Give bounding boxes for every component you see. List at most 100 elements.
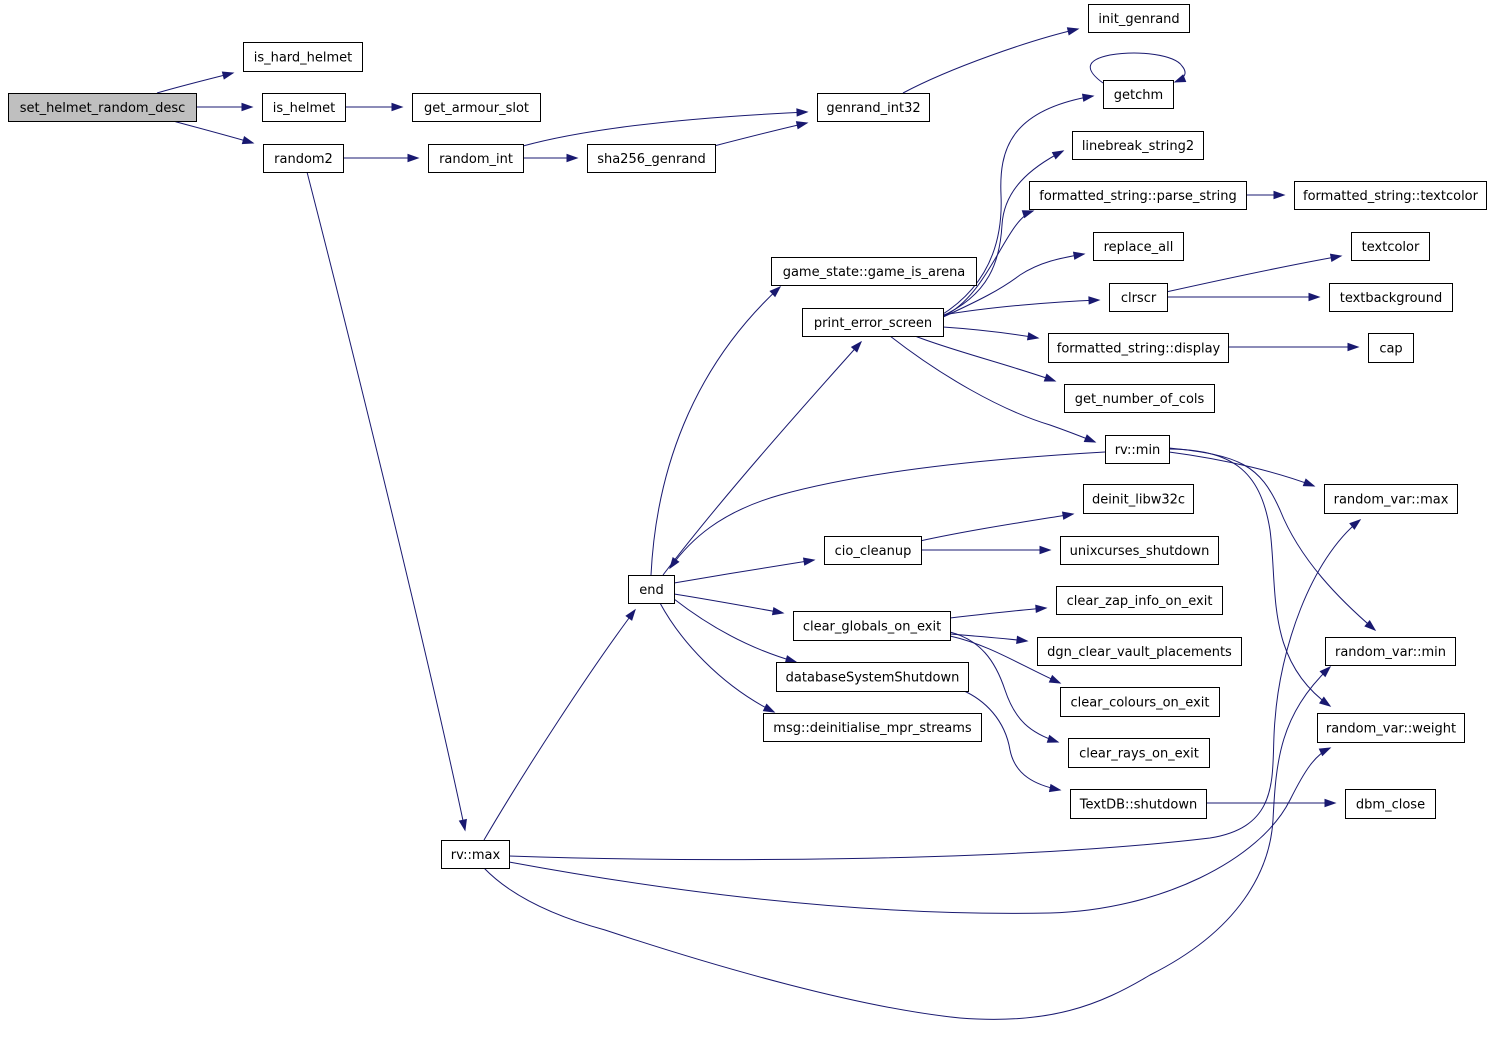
- node-fs-textcolor[interactable]: formatted_string::textcolor: [1294, 181, 1487, 210]
- edge-rv_max-to-random_var_max: [508, 519, 1362, 861]
- edge-arrowhead: [1302, 478, 1316, 487]
- node-is-hard-helmet[interactable]: is_hard_helmet: [243, 42, 363, 72]
- node-random-var-max[interactable]: random_var::max: [1324, 484, 1458, 514]
- node-label: get_number_of_cols: [1075, 392, 1205, 407]
- edge-end-to-print_error_screen: [662, 340, 863, 576]
- node-random-var-weight[interactable]: random_var::weight: [1317, 713, 1465, 743]
- node-label: databaseSystemShutdown: [786, 671, 960, 686]
- edge-print_error_screen-to-parse_string: [941, 210, 1035, 318]
- node-rv-max[interactable]: rv::max: [441, 840, 510, 869]
- node-random2[interactable]: random2: [263, 144, 344, 173]
- node-label: clrscr: [1121, 291, 1157, 306]
- node-replace-all[interactable]: replace_all: [1093, 232, 1184, 261]
- node-set-helmet-random-desc[interactable]: set_helmet_random_desc: [8, 93, 197, 122]
- edge-print_error_screen-to-rv_min: [889, 335, 1097, 443]
- node-dbm-close[interactable]: dbm_close: [1345, 789, 1436, 819]
- node-label: genrand_int32: [826, 101, 920, 116]
- node-textdb-shutdown[interactable]: TextDB::shutdown: [1070, 789, 1207, 819]
- edge-arrowhead: [771, 606, 785, 616]
- node-fs-display[interactable]: formatted_string::display: [1048, 333, 1229, 363]
- edge-arrowhead: [458, 818, 467, 832]
- node-box: [1056, 586, 1223, 615]
- node-box: [1109, 283, 1168, 312]
- node-label: set_helmet_random_desc: [20, 101, 186, 116]
- node-clear-colours-on-exit[interactable]: clear_colours_on_exit: [1060, 687, 1220, 717]
- edge-line: [172, 120, 254, 144]
- node-init-genrand[interactable]: init_genrand: [1088, 4, 1190, 33]
- node-getchm[interactable]: getchm: [1103, 80, 1174, 109]
- node-linebreak-string2[interactable]: linebreak_string2: [1072, 131, 1204, 160]
- edge-set_helmet_random_desc-to-random2: [172, 120, 255, 145]
- edge-arrowhead: [566, 153, 579, 163]
- node-dgn-clear-vault-placements[interactable]: dgn_clear_vault_placements: [1037, 637, 1242, 666]
- node-label: textbackground: [1340, 291, 1443, 306]
- edge-line: [306, 171, 466, 831]
- edge-arrowhead: [1048, 783, 1062, 793]
- node-box: [441, 840, 510, 869]
- edge-line: [508, 519, 1361, 861]
- node-label: cio_cleanup: [835, 544, 912, 559]
- edge-random2-to-rv_max: [306, 171, 467, 832]
- node-is-helmet[interactable]: is_helmet: [262, 93, 346, 122]
- node-random-int[interactable]: random_int: [428, 144, 524, 173]
- node-label: dgn_clear_vault_placements: [1047, 645, 1232, 660]
- node-clear-globals-on-exit[interactable]: clear_globals_on_exit: [793, 611, 951, 641]
- node-cap[interactable]: cap: [1368, 333, 1414, 363]
- node-databaseSystemShutdown[interactable]: databaseSystemShutdown: [776, 662, 969, 692]
- node-get-armour-slot[interactable]: get_armour_slot: [412, 93, 541, 122]
- node-box: [1060, 687, 1220, 717]
- edge-arrowhead: [1308, 292, 1321, 302]
- edge-line: [949, 635, 1061, 684]
- node-box: [824, 536, 922, 565]
- edge-arrowhead: [1083, 434, 1097, 443]
- edge-arrowhead: [1026, 332, 1040, 341]
- node-deinit-libw32c[interactable]: deinit_libw32c: [1083, 484, 1194, 514]
- edge-arrowhead: [784, 655, 798, 664]
- edge-rv_min-to-end: [669, 451, 1106, 570]
- node-game-is-arena[interactable]: game_state::game_is_arena: [771, 257, 977, 286]
- node-get-number-of-cols[interactable]: get_number_of_cols: [1064, 384, 1215, 413]
- node-box: [1037, 637, 1242, 666]
- node-msg-deinitialise[interactable]: msg::deinitialise_mpr_streams: [763, 713, 982, 742]
- node-clear-zap-info-on-exit[interactable]: clear_zap_info_on_exit: [1056, 586, 1223, 615]
- edge-end-to-msg_deinitialise: [659, 602, 776, 713]
- node-box: [1329, 283, 1453, 312]
- node-box: [8, 93, 197, 122]
- node-label: random_var::max: [1334, 493, 1449, 508]
- edge-random_int-to-sha256_genrand: [523, 153, 579, 163]
- node-end[interactable]: end: [628, 575, 675, 604]
- node-cio-cleanup[interactable]: cio_cleanup: [824, 536, 922, 565]
- node-box: [1064, 384, 1215, 413]
- edge-arrowhead: [1046, 734, 1060, 743]
- node-box: [1317, 713, 1465, 743]
- edge-arrowhead: [669, 557, 680, 570]
- node-textbackground[interactable]: textbackground: [1329, 283, 1453, 312]
- node-sha256-genrand[interactable]: sha256_genrand: [587, 144, 716, 173]
- edge-set_helmet_random_desc-to-is_helmet: [196, 102, 254, 112]
- edge-arrowhead: [1051, 150, 1065, 160]
- node-label: formatted_string::parse_string: [1039, 189, 1236, 204]
- edge-line: [902, 28, 1079, 94]
- node-box: [1368, 333, 1414, 363]
- edge-print_error_screen-to-linebreak_string2: [939, 150, 1065, 318]
- node-parse-string[interactable]: formatted_string::parse_string: [1029, 181, 1247, 210]
- node-clrscr[interactable]: clrscr: [1109, 283, 1168, 312]
- node-label: clear_globals_on_exit: [803, 620, 941, 635]
- node-genrand-int32[interactable]: genrand_int32: [817, 93, 930, 122]
- node-box: [1324, 484, 1458, 514]
- node-random-var-min[interactable]: random_var::min: [1325, 637, 1456, 666]
- edge-line: [156, 72, 234, 94]
- node-label: is_helmet: [273, 101, 336, 116]
- node-textcolor[interactable]: textcolor: [1351, 232, 1430, 261]
- edge-print_error_screen-to-clrscr: [942, 296, 1101, 316]
- node-box: [1345, 789, 1436, 819]
- node-clear-rays-on-exit[interactable]: clear_rays_on_exit: [1068, 738, 1210, 768]
- node-rv-min[interactable]: rv::min: [1105, 435, 1170, 464]
- node-unixcurses-shutdown[interactable]: unixcurses_shutdown: [1060, 536, 1219, 565]
- edge-arrowhead: [1347, 342, 1360, 352]
- edge-clrscr-to-textcolor: [1165, 253, 1343, 293]
- node-print-error-screen[interactable]: print_error_screen: [802, 308, 944, 337]
- node-box: [243, 42, 363, 72]
- edge-arrowhead: [221, 71, 235, 80]
- node-label: sha256_genrand: [597, 152, 706, 167]
